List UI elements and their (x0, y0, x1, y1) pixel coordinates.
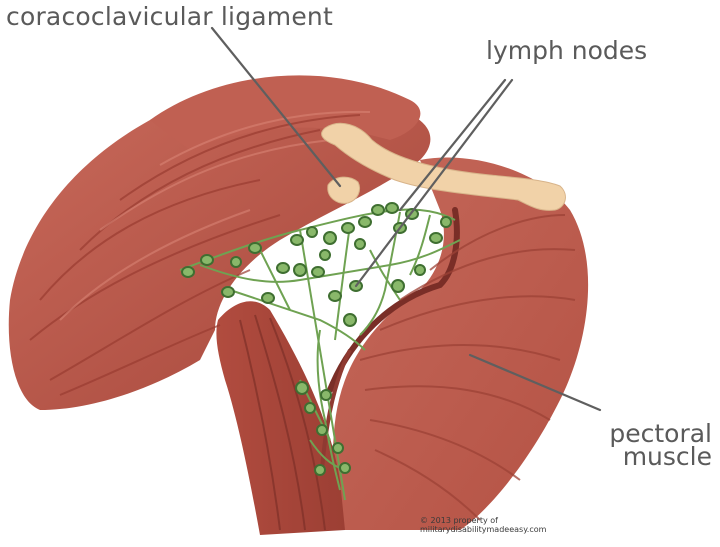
lymph-node (332, 442, 344, 454)
lymph-node (391, 279, 405, 293)
leader-line-lymph-a (398, 78, 507, 212)
lymph-node (414, 264, 426, 276)
lymph-node (358, 216, 372, 228)
lymph-node (221, 286, 235, 298)
label-lymph-nodes: lymph nodes (486, 36, 648, 65)
lymph-vessels (179, 208, 461, 501)
lymph-node (304, 402, 316, 414)
credit-line2: militarydisabilitymadeeasy.com (420, 525, 547, 534)
coracoid-process (327, 176, 361, 204)
lymph-node (323, 231, 337, 245)
label-pectoral-line2: muscle (622, 442, 712, 471)
lymph-node (343, 313, 357, 327)
lymph-node (328, 290, 342, 302)
lymph-node (261, 292, 275, 304)
lymph-node (311, 266, 325, 278)
lymph-node (385, 202, 399, 214)
clavicle-bone (321, 122, 566, 211)
lymph-node (371, 204, 385, 216)
lymph-node (230, 256, 242, 268)
leader-lines (210, 26, 602, 412)
lymph-node (429, 232, 443, 244)
copyright-credit: © 2013 property of militarydisabilitymad… (420, 516, 546, 534)
label-pectoral-muscle: pectoral muscle (609, 419, 712, 471)
leader-line-lymph-b (354, 78, 514, 288)
lymph-node (293, 263, 307, 277)
lymph-node (306, 226, 318, 238)
label-pectoral-line1: pectoral (609, 419, 712, 448)
lymph-node (200, 254, 214, 266)
lymph-node (354, 238, 366, 250)
lymph-node (341, 222, 355, 234)
lymph-node-group (181, 202, 452, 476)
pectoral-fibers (359, 214, 576, 521)
arm-muscle (216, 301, 345, 535)
pectoral-edge (320, 349, 352, 471)
deltoid-highlights (59, 110, 371, 321)
lymph-node (339, 462, 351, 474)
lymph-node (440, 216, 452, 228)
arm-fibers (239, 314, 326, 531)
leader-line-pectoral (468, 353, 602, 412)
lymph-node (295, 381, 309, 395)
lymph-node (316, 424, 328, 436)
lymph-node (290, 234, 304, 246)
deltoid-fibers (29, 114, 361, 396)
lymph-node (276, 262, 290, 274)
lymph-node (320, 389, 332, 401)
label-coracoclavicular-ligament: coracoclavicular ligament (6, 2, 333, 31)
lymph-node (319, 249, 331, 261)
lymph-node (314, 464, 326, 476)
credit-line1: © 2013 property of (420, 516, 498, 525)
leader-line-coracoclavicular (210, 26, 342, 188)
lymph-node (181, 266, 195, 278)
lymph-node (248, 242, 262, 254)
